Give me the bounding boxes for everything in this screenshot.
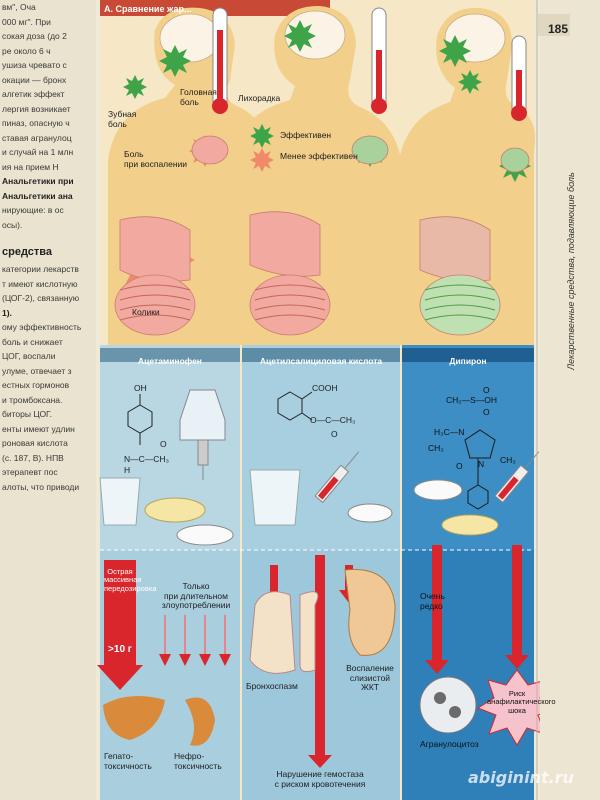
dipyrone-arrows [425,545,529,674]
side-title: Лекарственные средства, подавляющие боль [566,172,576,370]
left-page-line: естных гормонов [2,380,70,390]
syringe-icons [314,451,540,504]
label-fever: Лихорадка [238,93,281,103]
organ-illustrations [114,135,530,336]
drug-name-acetaminophen: Ацетаминофен [138,356,202,366]
left-page-line: и случай на 1 млн [2,147,74,157]
iv-bag-icon [179,389,226,480]
drug-name-dipyrone: Дипирон [449,356,487,366]
left-page-line: окации — бронх [2,74,67,85]
left-page-line: Анальгетики ана [2,190,73,201]
chem-c-ch3b: CH₃ [428,443,444,453]
chem-c-ch3c: CH₃ [500,455,516,465]
watermark: abiginint.ru [468,768,574,787]
chem-a-oh: OH [134,383,147,393]
chem-b-o: O [331,429,338,439]
left-page-line: т имеют кислотную [2,278,78,289]
left-page-line: алоты, что приводи [2,481,80,492]
label-bronchospasm: Бронхоспазм [246,681,298,691]
left-page-line: вм", Оча [2,2,36,12]
tablet-icons [176,479,463,546]
figure-title-bar [100,0,330,16]
liver-illustration [103,696,165,740]
left-page-line: нирующие: в ос [2,205,64,215]
chem-a-o: O [160,439,167,449]
left-page-line: (с. 187, В). НПВ [2,452,64,463]
label-colic: Колики [132,307,160,317]
left-page-line: алгетик эффект [2,89,65,99]
chem-c-ch3a: H₃C—N [434,427,465,437]
left-page-line: средства [2,246,53,258]
granulocyte-illustration [419,676,477,734]
left-page-line: роновая кислота [2,438,68,448]
left-page-line: 1). [2,307,12,318]
chem-c-o2: O [483,407,490,417]
label-dose-threshold: >10 г [108,644,132,655]
left-page-line: лергия возникает [2,103,71,114]
chem-a-h: H [124,465,131,475]
left-page-line: сокая доза (до 2 [2,31,67,41]
left-page-line: ре около 6 ч [2,45,51,56]
chem-c-o1: O [483,385,490,395]
page-number: 185 [548,22,569,36]
left-page-line: Анальгетики при [2,176,74,186]
lungs-illustration [249,591,319,674]
left-page-line: биторы ЦОГ. [2,409,52,419]
left-page-line: категории лекарств [2,264,79,274]
left-page-line: 000 мг". При [2,16,51,27]
chem-b-ester: O—C—CH₃ [310,415,356,425]
dipyrone-structure [464,429,496,510]
left-page-line: осы). [2,219,23,230]
legend-less-effective: Менее эффективен [280,151,358,161]
left-page-line: енты имеют удлин [2,423,75,434]
left-page-line: (ЦОГ-2), связанную [2,293,80,303]
label-hepatotoxicity: Гепато-токсичность [104,751,152,771]
left-page-line: ому эффективность [2,322,82,332]
chem-c-o3: O [456,461,463,471]
aspirin-structure [277,391,313,421]
capsule-icons [144,497,499,536]
drug-name-aspirin: Ацетилсалициловая кислота [259,356,383,366]
figure-title: A. Сравнение жар... [104,4,192,14]
left-page-line: ставая агранулоц [2,132,72,143]
left-page: вм", Оча 000 мг". При сокая доза (до 2 ре о… [0,0,100,800]
left-page-line: этерапевт пос [2,467,58,477]
chem-b-cooh: COOH [312,383,338,393]
chem-a-amide: N—C—CH₃ [124,454,170,464]
chronic-abuse-arrows [159,615,231,666]
left-page-line: и тромбоксана. [2,394,63,405]
left-page-line: улуме, отвечает з [2,365,72,376]
left-page-line: пиназ, опасную ч [2,118,70,128]
left-page-line: ушиза чревато с [2,60,67,70]
left-page-line: ия на прием Н [2,161,59,172]
stomach-illustration [344,568,396,656]
intestine-lines [119,284,496,321]
glass-icons [99,469,301,526]
left-page-line: ЦОГ, воспали [2,351,56,361]
label-nephrotoxicity: Нефро-токсичность [174,751,222,771]
chem-c-n1: N [478,459,485,469]
legend-effective: Эффективен [280,130,332,140]
chem-c-top: CH₂—S—OH [446,395,497,405]
label-agranulocytosis: Агранулоцитоз [420,739,479,749]
left-page-line: боль и снижает [2,336,63,347]
acute-overdose-arrow [97,560,143,690]
acetaminophen-structure [127,394,153,445]
thermometer-icons [212,7,527,121]
kidney-illustration [185,697,215,746]
